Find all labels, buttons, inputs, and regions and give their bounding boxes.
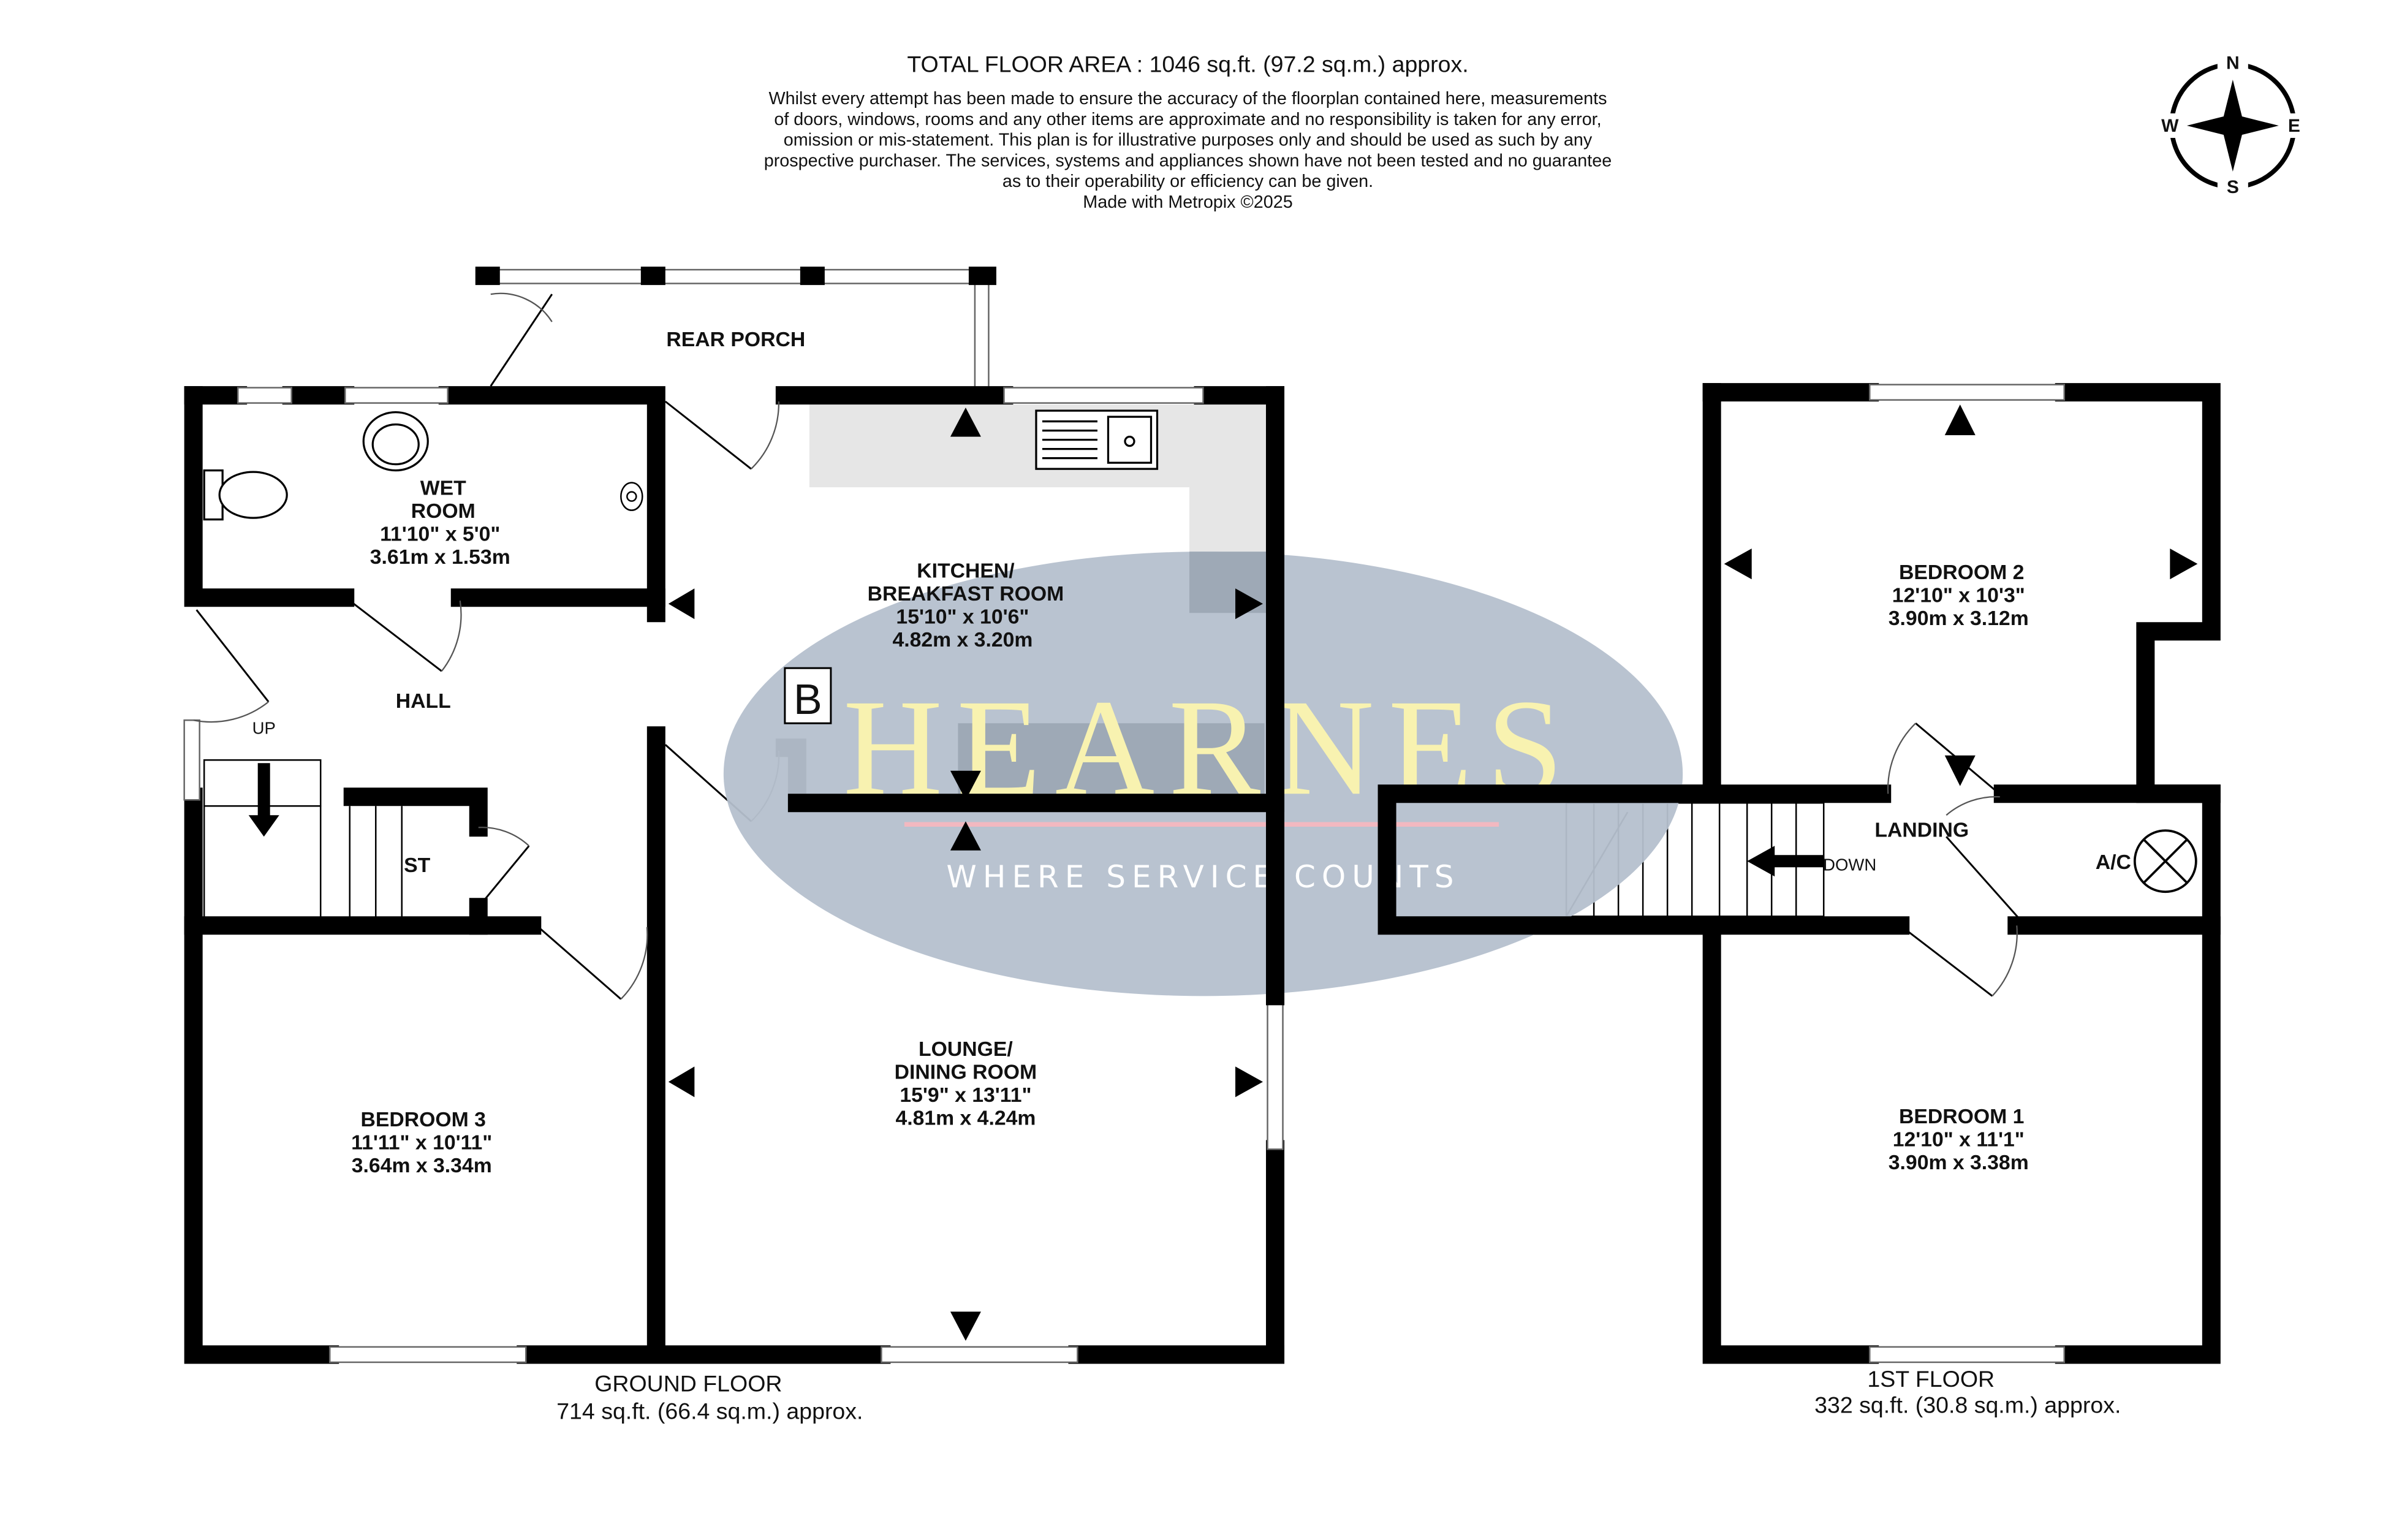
- bedroom1-metric: 3.90m x 3.38m: [1889, 1151, 2029, 1174]
- disclaimer-line: as to their operability or efficiency ca…: [1002, 172, 1373, 191]
- shower-icon: [620, 482, 643, 511]
- stairs-up-label: UP: [252, 719, 276, 738]
- ground-floor-area: 714 sq.ft. (66.4 sq.m.) approx.: [556, 1398, 863, 1424]
- stairs-arrow-icon: [248, 763, 279, 837]
- stairs-arrow-icon: [1747, 846, 1824, 877]
- wet-room-metric: 3.61m x 1.53m: [370, 545, 510, 569]
- disclaimer-line: Whilst every attempt has been made to en…: [769, 89, 1607, 108]
- sink-icon: [1035, 409, 1159, 470]
- room-labels-ground: REAR PORCH WET ROOM 11'10" x 5'0" 3.61m …: [252, 328, 1064, 1424]
- total-floor-area: TOTAL FLOOR AREA : 1046 sq.ft. (97.2 sq.…: [907, 51, 1468, 77]
- bedroom2-label: BEDROOM 2: [1899, 561, 2024, 584]
- bedroom2-metric: 3.90m x 3.12m: [1889, 607, 2029, 630]
- disclaimer-line: prospective purchaser. The services, sys…: [764, 151, 1612, 170]
- kitchen-label: KITCHEN/: [917, 559, 1015, 583]
- compass-north: N: [2226, 53, 2240, 74]
- basin-icon: [362, 411, 429, 472]
- kitchen-label: BREAKFAST ROOM: [868, 582, 1064, 605]
- bedroom1-imperial: 12'10" x 11'1": [1893, 1128, 2025, 1151]
- compass-south: S: [2227, 177, 2239, 197]
- first-floor-area: 332 sq.ft. (30.8 sq.m.) approx.: [1814, 1392, 2121, 1417]
- compass-icon: N S E W: [2158, 50, 2305, 200]
- kitchen-imperial: 15'10" x 10'6": [896, 605, 1029, 629]
- ground-floor-title: GROUND FLOOR: [594, 1370, 782, 1396]
- first-floor-title: 1ST FLOOR: [1867, 1366, 1995, 1392]
- landing-label: LANDING: [1874, 818, 1969, 841]
- bedroom3-imperial: 11'11" x 10'11": [351, 1131, 492, 1154]
- door-swings: [193, 292, 780, 1000]
- lounge-metric: 4.81m x 4.24m: [895, 1106, 1036, 1129]
- first-floor-plan: [1377, 383, 2221, 1364]
- boiler-box: [784, 667, 832, 724]
- watermark-tagline: WHERE SERVICE COUNTS: [946, 859, 1460, 895]
- dimension-arrows: [1724, 404, 2198, 786]
- lounge-imperial: 15'9" x 13'11": [900, 1083, 1031, 1107]
- disclaimer-line: omission or mis-statement. This plan is …: [784, 131, 1593, 150]
- rear-porch-label: REAR PORCH: [666, 328, 805, 351]
- room-labels-first: BEDROOM 2 12'10" x 10'3" 3.90m x 3.12m L…: [1814, 561, 2131, 1417]
- header: TOTAL FLOOR AREA : 1046 sq.ft. (97.2 sq.…: [764, 51, 1612, 212]
- staircase-up: [203, 759, 403, 924]
- bedroom3-metric: 3.64m x 3.34m: [352, 1154, 492, 1177]
- stairs-down-label: DOWN: [1823, 855, 1876, 874]
- compass-east: E: [2288, 116, 2300, 136]
- boiler-label: B: [794, 675, 822, 723]
- kitchen-metric: 4.82m x 3.20m: [892, 628, 1033, 651]
- toilet-icon: [203, 469, 288, 521]
- compass-west: W: [2161, 116, 2179, 136]
- lounge-label: DINING ROOM: [895, 1060, 1037, 1083]
- wet-room-label: ROOM: [411, 499, 476, 523]
- airing-cupboard-icon: [2133, 829, 2197, 893]
- bedroom1-label: BEDROOM 1: [1899, 1105, 2024, 1128]
- bedroom2-imperial: 12'10" x 10'3": [1892, 584, 2025, 607]
- bedroom3-label: BEDROOM 3: [361, 1108, 486, 1131]
- credit: Made with Metropix ©2025: [1083, 192, 1292, 212]
- wet-room-imperial: 11'10" x 5'0": [380, 523, 500, 546]
- wet-room-label: WET: [420, 477, 466, 500]
- airing-cupboard-label: A/C: [2096, 851, 2131, 874]
- hall-label: HALL: [396, 689, 451, 713]
- store-label: ST: [404, 854, 431, 877]
- lounge-label: LOUNGE/: [919, 1037, 1013, 1061]
- disclaimer-line: of doors, windows, rooms and any other i…: [774, 110, 1601, 129]
